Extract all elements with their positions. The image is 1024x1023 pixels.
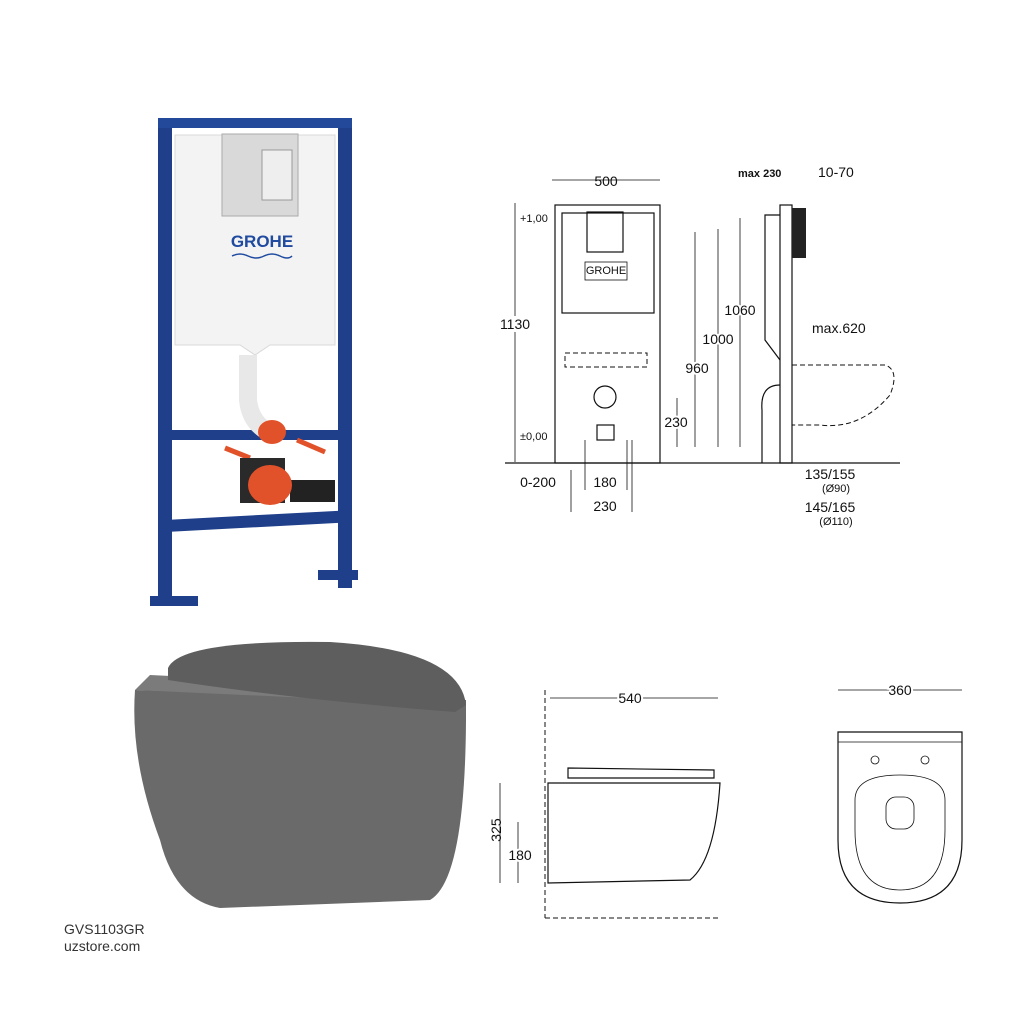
front-drain-stub: [596, 424, 615, 441]
product-code: GVS1103GR: [64, 921, 145, 937]
dim-500: 500: [594, 173, 618, 189]
level-zero: ±0,00: [520, 431, 547, 443]
frame-front-drawing: GROHE 500 1130 +1,00 ±0,00 960 1000 1060…: [498, 173, 900, 514]
dim-540: 540: [618, 690, 642, 706]
logo-waves: [231, 253, 293, 259]
flush-pipe: [239, 355, 271, 438]
dim-max-230: max 230: [738, 168, 781, 180]
drain-pipe: [290, 480, 335, 502]
drain-cap: [248, 465, 292, 505]
toilet-bowl-photo: [134, 641, 467, 908]
dim-360: 360: [888, 682, 912, 698]
top-bowl-outline: [837, 731, 963, 904]
dim-0-200: 0-200: [520, 474, 556, 490]
dim-145-165: 145/165: [805, 499, 856, 515]
grohe-logo: GROHE: [231, 232, 293, 251]
bowl-top-drawing: 360: [837, 680, 963, 904]
front-frame-outline: [554, 204, 661, 464]
dim-135-155: 135/155: [805, 466, 856, 482]
dim-325: 325: [488, 818, 504, 842]
dim-1060: 1060: [724, 302, 755, 318]
dim-230-height: 230: [664, 414, 688, 430]
fixing-hole-right: [920, 755, 930, 765]
frame-top-bar: [158, 118, 352, 128]
frame-left-foot: [150, 596, 198, 606]
front-bowl-outline: [564, 352, 648, 368]
fixing-hole-left: [870, 755, 880, 765]
frame-lower-bar: [169, 510, 351, 532]
frame-left-post: [158, 118, 172, 606]
flush-button: [261, 149, 293, 201]
side-bowl: [547, 782, 721, 884]
front-cistern: [561, 212, 655, 314]
side-bowl-outline: [792, 364, 895, 427]
side-cistern: [764, 214, 781, 361]
dim-1000: 1000: [702, 331, 733, 347]
front-flush-plate: [586, 211, 624, 253]
dim-max-620: max.620: [812, 320, 866, 336]
frame-right-post: [338, 118, 352, 588]
dim-1130: 1130: [500, 316, 530, 332]
drawing-logo: GROHE: [586, 265, 626, 277]
side-flush-plate: [792, 208, 806, 258]
top-rim: [854, 774, 946, 891]
front-drain: [593, 385, 617, 409]
bolt-left: [224, 445, 251, 461]
installation-frame-photo: GROHE: [150, 118, 358, 606]
bowl-body: [134, 690, 467, 908]
side-drain: [761, 384, 781, 463]
website: uzstore.com: [64, 938, 141, 954]
side-frame: [779, 204, 793, 464]
dim-dia-110: (Ø110): [819, 516, 852, 528]
seat-lid: [168, 641, 466, 712]
dim-dia-90: (Ø90): [822, 483, 850, 495]
dim-180-bowl: 180: [508, 847, 532, 863]
bowl-side-drawing: 540 325 180: [488, 688, 721, 919]
front-logo-box: [584, 261, 628, 281]
dim-10-70: 10-70: [818, 164, 854, 180]
side-seat: [567, 767, 715, 779]
frame-side-drawing: max 230 10-70 max.620 135/155 (Ø90) 145/…: [738, 164, 895, 528]
dim-960: 960: [685, 360, 709, 376]
inlet-cap: [258, 420, 286, 444]
bolt-right: [296, 437, 326, 455]
top-drain: [885, 796, 915, 830]
level-top: +1,00: [520, 213, 548, 225]
frame-right-foot: [318, 570, 358, 580]
dim-230-width: 230: [593, 498, 617, 514]
dim-180: 180: [593, 474, 617, 490]
